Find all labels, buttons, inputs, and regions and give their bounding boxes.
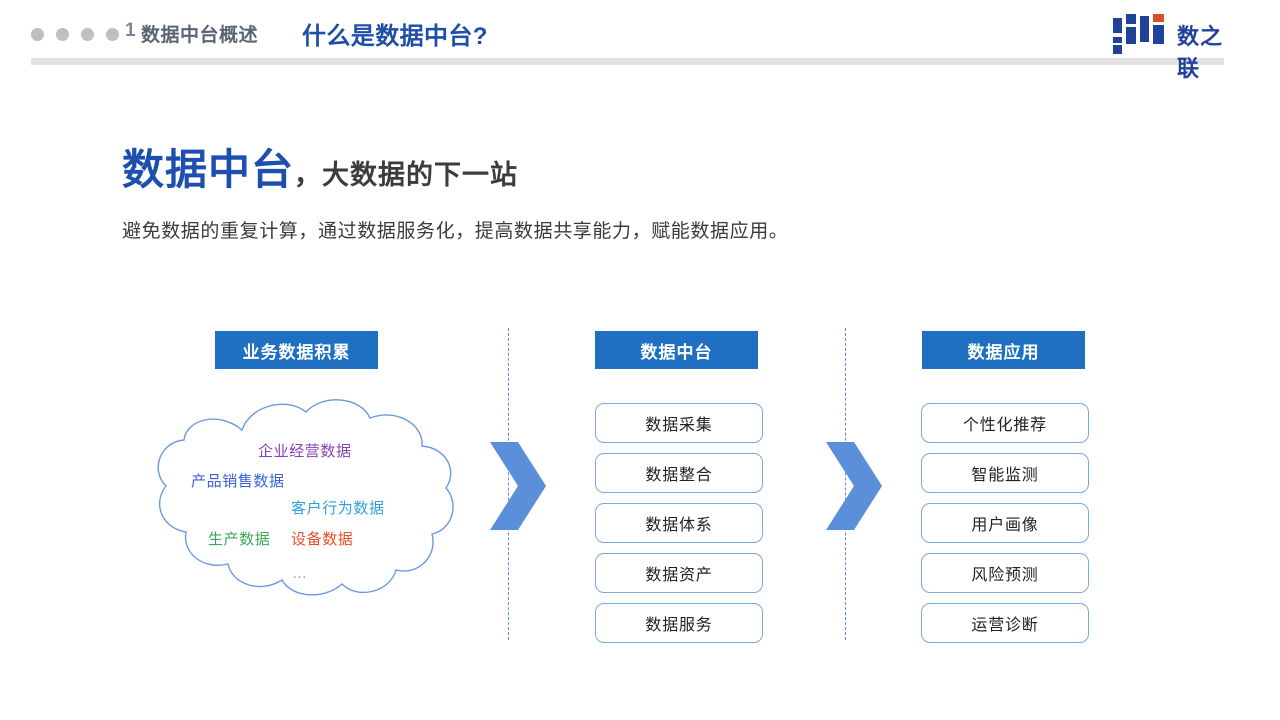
flow-arrow-1-icon	[488, 440, 548, 532]
list-item[interactable]: 数据整合	[595, 453, 763, 493]
data-sources-cloud	[146, 392, 464, 602]
column-header-data-middle-platform: 数据中台	[595, 331, 758, 369]
brand-logo: 数之联	[1113, 14, 1233, 81]
page-title: 什么是数据中台?	[302, 23, 488, 50]
cloud-label-5: 设备数据	[291, 531, 354, 548]
content-title: 数据中台，大数据的下一站	[122, 136, 518, 197]
cloud-label-2: 产品销售数据	[191, 473, 285, 490]
slide-header: 1 数据中台概述 什么是数据中台? 数之联	[0, 0, 1280, 81]
cloud-label-4: 生产数据	[208, 531, 271, 548]
content-title-rest: ，大数据的下一站	[294, 160, 519, 190]
header-section-name: 数据中台概述	[141, 25, 259, 46]
logo-text: 数之联	[1177, 24, 1224, 81]
flow-arrow-2-icon	[824, 440, 884, 532]
header-divider	[31, 58, 1224, 65]
list-item[interactable]: 运营诊断	[921, 603, 1089, 643]
list-item[interactable]: 数据采集	[595, 403, 763, 443]
list-item[interactable]: 数据资产	[595, 553, 763, 593]
cloud-label-1: 企业经营数据	[258, 443, 352, 460]
list-item[interactable]: 智能监测	[921, 453, 1089, 493]
list-item[interactable]: 风险预测	[921, 553, 1089, 593]
cloud-label-6: …	[292, 565, 309, 582]
header-dot-1	[31, 28, 44, 41]
content-title-highlight: 数据中台	[122, 146, 295, 193]
list-item[interactable]: 个性化推荐	[921, 403, 1089, 443]
column-divider-2	[845, 328, 846, 640]
header-dot-4	[106, 28, 119, 41]
header-dots	[31, 28, 119, 41]
list-item[interactable]: 用户画像	[921, 503, 1089, 543]
cloud-label-3: 客户行为数据	[291, 500, 385, 517]
column-divider-1	[508, 328, 509, 640]
column-header-data-application: 数据应用	[922, 331, 1085, 369]
content-subtitle: 避免数据的重复计算，通过数据服务化，提高数据共享能力，赋能数据应用。	[122, 221, 789, 242]
header-dot-3	[81, 28, 94, 41]
list-item[interactable]: 数据体系	[595, 503, 763, 543]
header-dot-2	[56, 28, 69, 41]
header-section-number: 1	[125, 20, 137, 41]
logo-mark-icon	[1113, 14, 1171, 54]
column-header-business-data-accumulation: 业务数据积累	[215, 331, 378, 369]
list-item[interactable]: 数据服务	[595, 603, 763, 643]
diagram: 业务数据积累 数据中台 数据应用 企业经营数据 产品销售数据 客户行为数据 生产…	[0, 300, 1280, 670]
